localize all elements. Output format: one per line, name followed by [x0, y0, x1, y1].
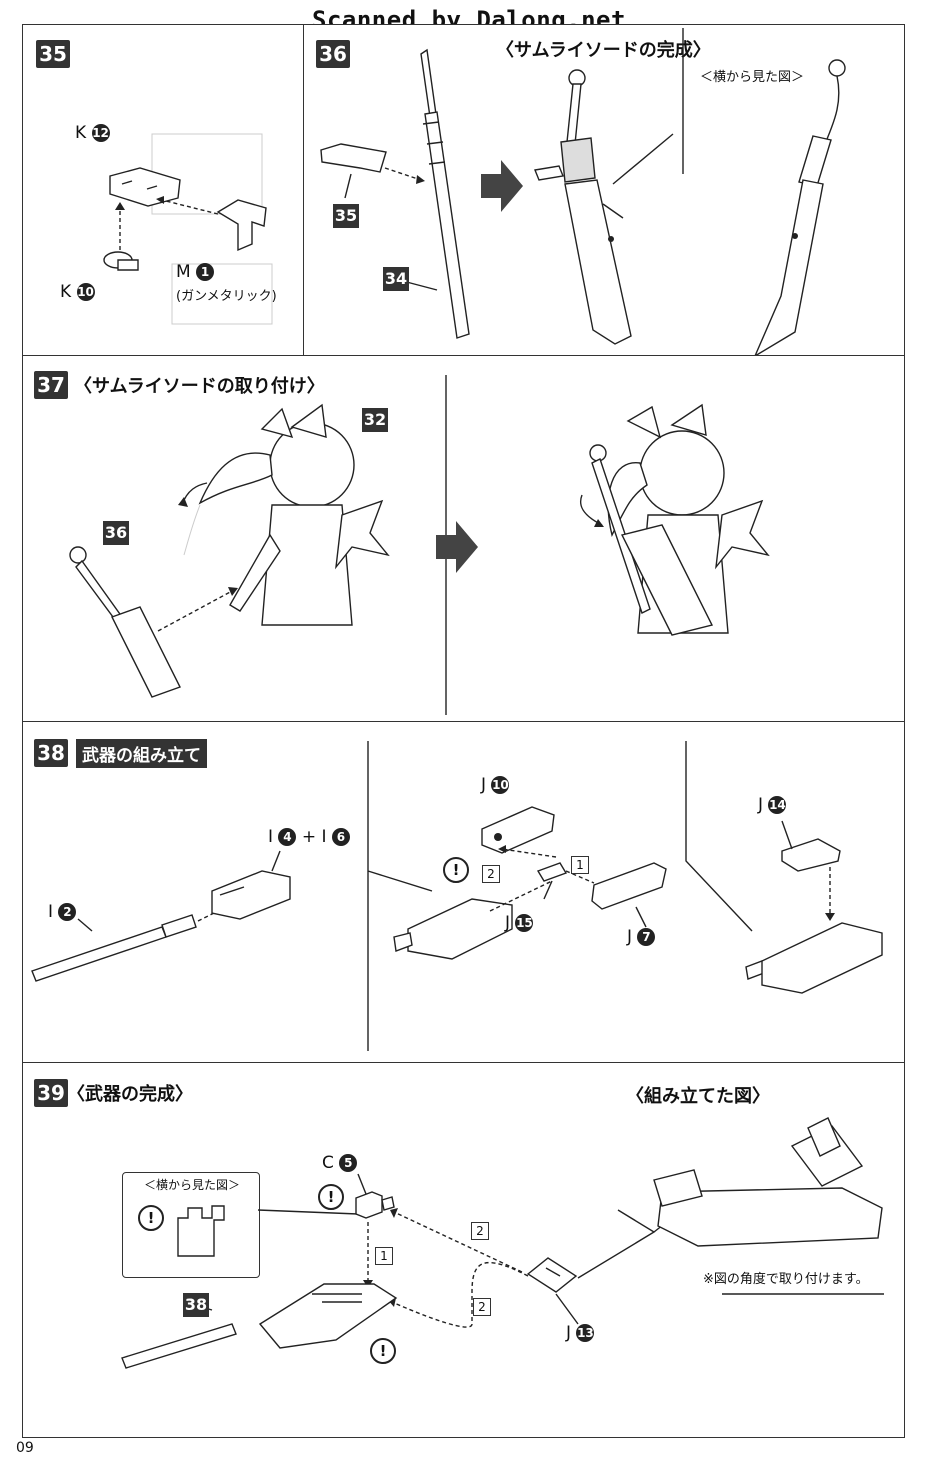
step-38-panel — [22, 721, 905, 1063]
label-c5: C 5 — [322, 1153, 358, 1173]
warning-icon-inset: ! — [138, 1205, 164, 1231]
ref-32: 32 — [362, 408, 388, 432]
step-38-diagram — [31, 741, 883, 1051]
label-m1-note: (ガンメタリック) — [176, 289, 277, 304]
step-35-diagram — [103, 133, 273, 325]
step-37-number: 37 — [34, 371, 68, 399]
step-37-diagram — [69, 375, 770, 715]
page-number: 09 — [16, 1440, 34, 1456]
warning-icon-39a: ! — [318, 1184, 344, 1210]
assembled-title: 〈組み立てた図〉 — [626, 1086, 770, 1107]
side-view-label-39: ＜横から見た図＞ — [144, 1178, 241, 1192]
side-view-label-36: ＜横から見た図＞ — [700, 70, 805, 85]
ref-34: 34 — [383, 267, 409, 291]
order-2-38: 2 — [482, 865, 500, 883]
step-37-title: 〈サムライソードの取り付け〉 — [74, 376, 325, 397]
label-i2: I 2 — [48, 902, 77, 922]
label-m1: M 1 — [176, 262, 215, 282]
ref-38: 38 — [183, 1293, 209, 1317]
step-35-number: 35 — [36, 40, 70, 68]
order-1-39: 1 — [375, 1247, 393, 1265]
warning-icon-39b: ! — [370, 1338, 396, 1364]
assembly-note: ※図の角度で取り付けます。 — [703, 1272, 869, 1287]
label-j7: J 7 — [627, 927, 656, 947]
label-k10: K 10 — [60, 282, 95, 302]
label-k12: K 12 — [75, 123, 110, 143]
order-2-39b: 2 — [473, 1298, 491, 1316]
step-36-title: 〈サムライソードの完成〉 — [496, 40, 711, 61]
step-39-title: 〈武器の完成〉 — [67, 1084, 193, 1105]
step-36-number: 36 — [316, 40, 350, 68]
label-j14: J 14 — [758, 795, 787, 815]
label-j10: J 10 — [481, 775, 510, 795]
step-38-number: 38 — [34, 739, 68, 767]
label-j13: J 13 — [566, 1323, 595, 1343]
order-1-38: 1 — [571, 856, 589, 874]
label-i4-i6: I 4 + I 6 — [268, 827, 350, 847]
label-j15: J 15 — [505, 913, 534, 933]
order-2-39a: 2 — [471, 1222, 489, 1240]
ref-36: 36 — [103, 521, 129, 545]
step-39-diagram — [121, 1117, 884, 1369]
step-36-diagram — [320, 28, 846, 358]
step-39-number: 39 — [34, 1079, 68, 1107]
ref-35: 35 — [333, 204, 359, 228]
step-38-title: 武器の組み立て — [76, 739, 207, 768]
warning-icon-38: ! — [443, 857, 469, 883]
